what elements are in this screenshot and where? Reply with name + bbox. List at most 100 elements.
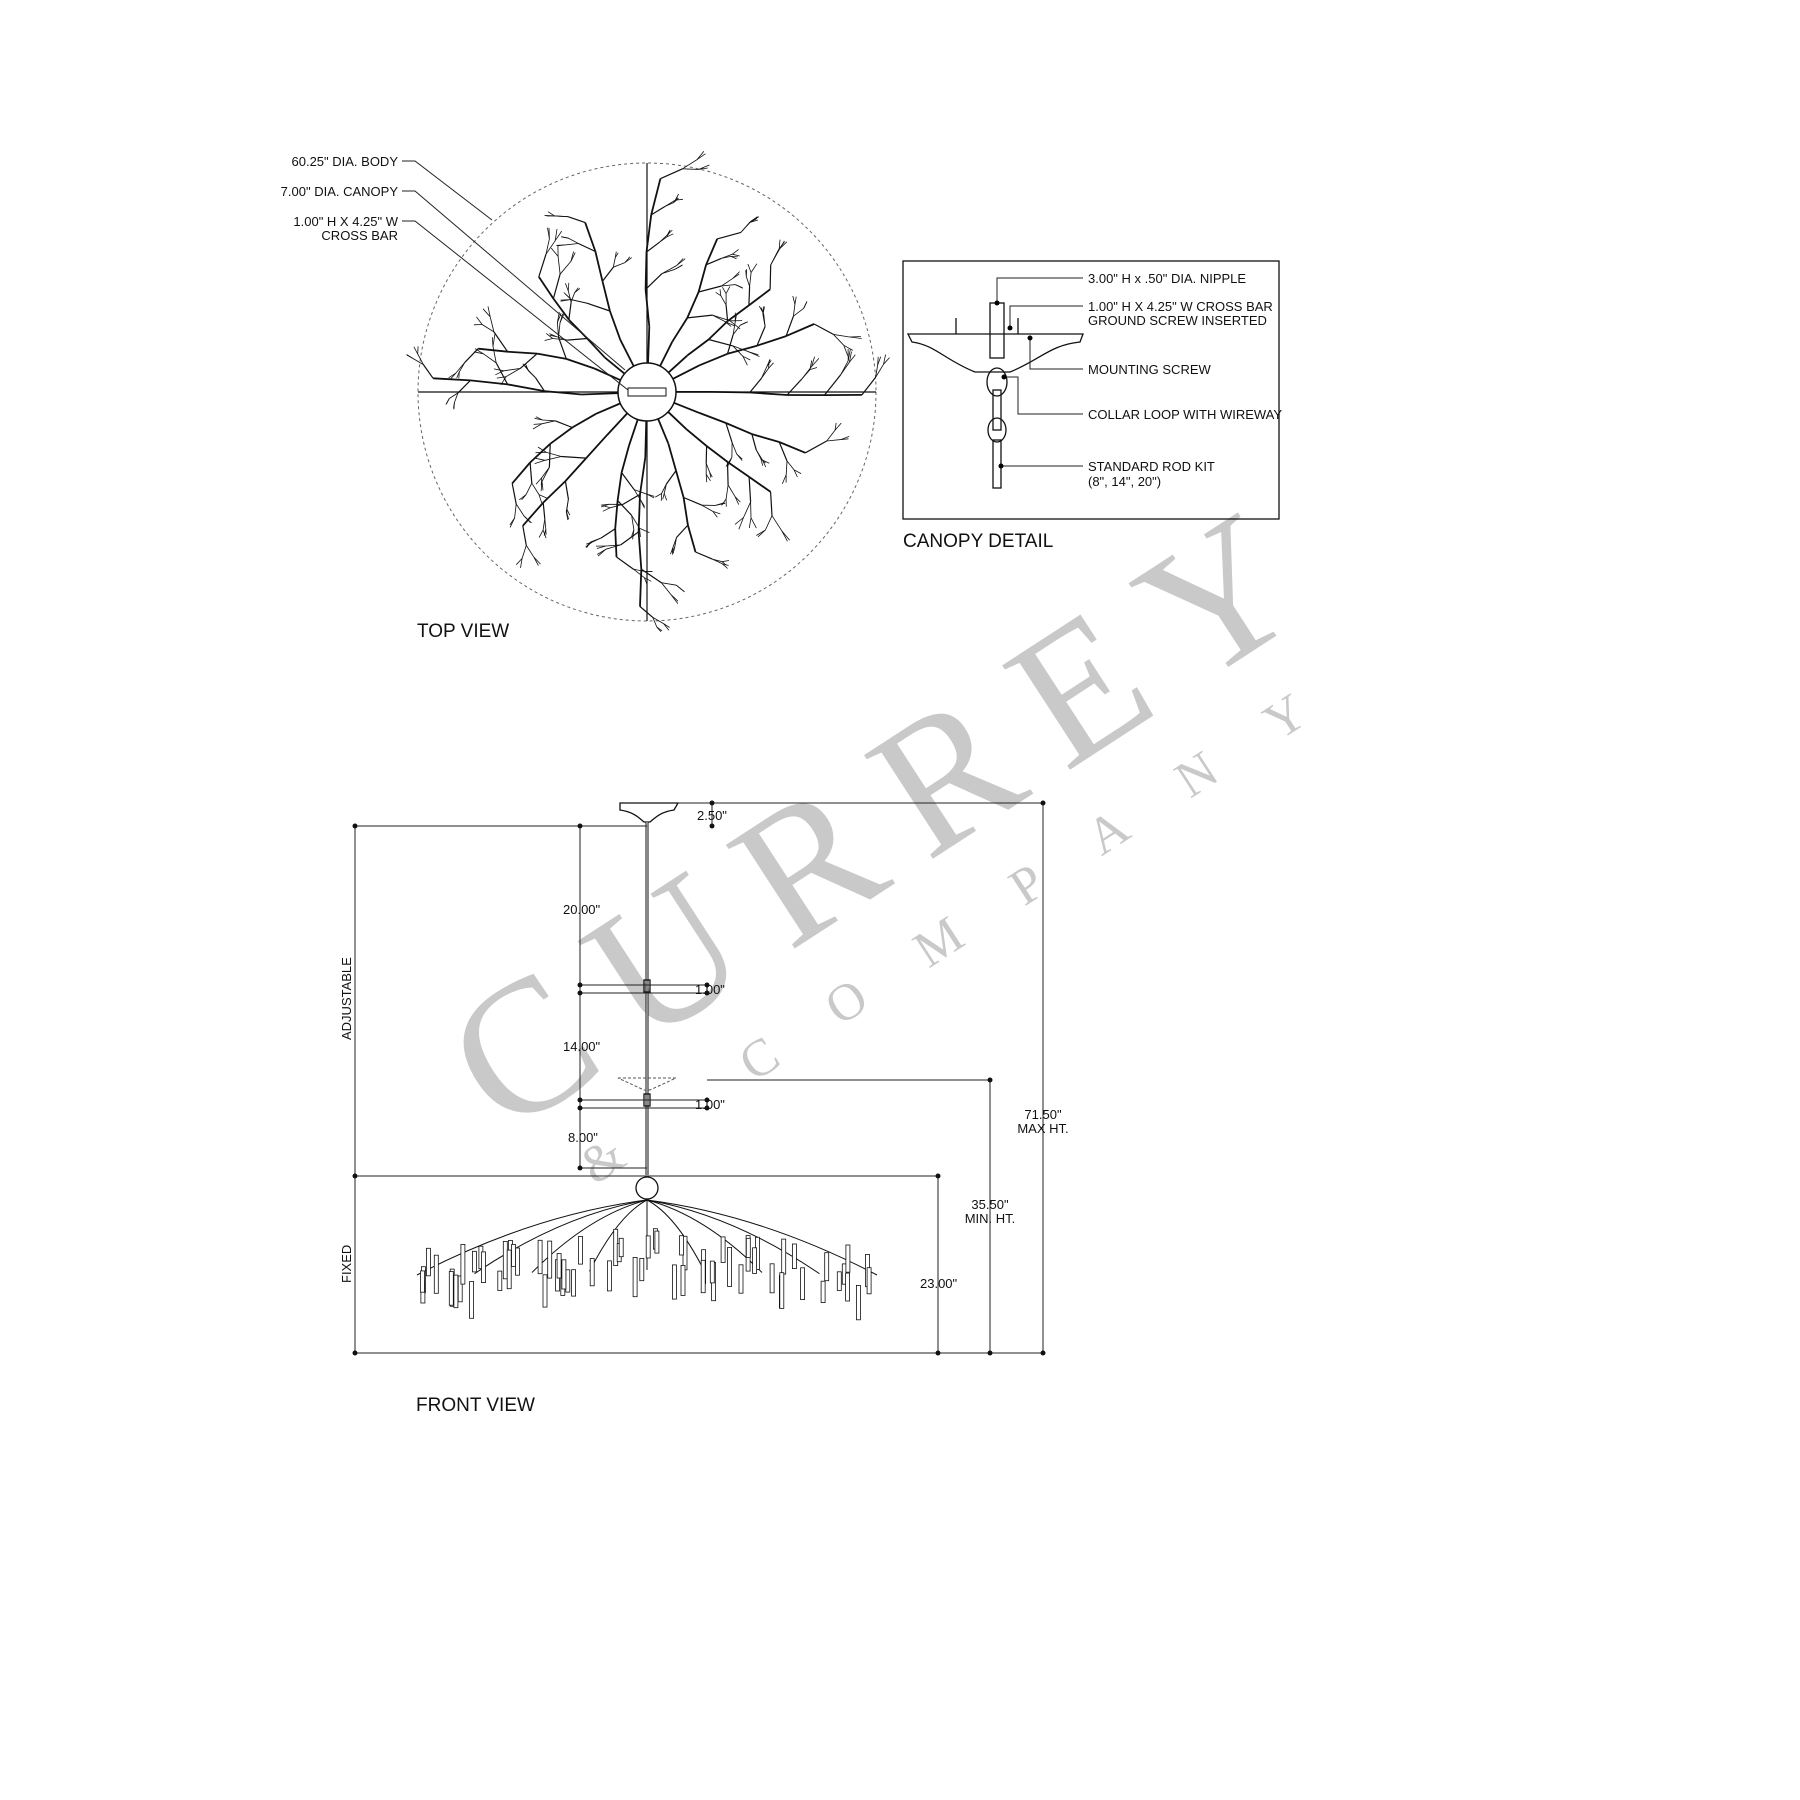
crystal-pendant bbox=[720, 1236, 726, 1263]
branch bbox=[760, 307, 765, 315]
branch bbox=[675, 470, 685, 498]
dim-link-1: 1.00" bbox=[695, 982, 725, 997]
branch bbox=[647, 326, 651, 365]
branch bbox=[571, 299, 588, 304]
branch bbox=[633, 568, 646, 573]
branch bbox=[522, 502, 544, 527]
branch bbox=[698, 167, 708, 170]
branch bbox=[617, 500, 633, 516]
branch bbox=[505, 368, 521, 377]
branch bbox=[533, 557, 539, 566]
branch bbox=[507, 383, 545, 392]
branch bbox=[433, 377, 471, 382]
branch bbox=[540, 481, 543, 492]
branch bbox=[834, 422, 837, 431]
svg-text:CURREY: CURREY bbox=[412, 452, 1364, 1172]
branch bbox=[511, 461, 531, 484]
branch bbox=[546, 451, 562, 457]
branch bbox=[550, 247, 559, 257]
front-view-title: FRONT VIEW bbox=[416, 1395, 535, 1416]
crystal-pendant bbox=[571, 1269, 576, 1297]
branch bbox=[612, 257, 616, 268]
branch bbox=[652, 617, 664, 625]
branch bbox=[552, 298, 570, 321]
branch bbox=[639, 527, 650, 533]
branch bbox=[847, 349, 851, 361]
branch bbox=[478, 347, 508, 353]
crystal-pendant bbox=[425, 1247, 431, 1277]
branch bbox=[538, 494, 548, 499]
dim-rod-8: 8.00" bbox=[568, 1130, 598, 1145]
branch bbox=[566, 499, 569, 510]
branch bbox=[537, 352, 567, 360]
branch bbox=[535, 416, 543, 421]
callout-crossbar-2: CROSS BAR bbox=[321, 228, 398, 243]
branch bbox=[540, 477, 543, 486]
dimension-tick bbox=[1040, 800, 1046, 806]
branch bbox=[696, 150, 705, 160]
branch bbox=[719, 289, 722, 296]
branch bbox=[849, 336, 861, 338]
branch bbox=[660, 168, 683, 180]
collar-loop bbox=[986, 367, 1008, 397]
branch bbox=[763, 313, 766, 327]
branch bbox=[552, 274, 561, 299]
dimension-tick bbox=[577, 982, 583, 988]
dimension-tick bbox=[577, 990, 583, 996]
branch bbox=[516, 558, 523, 565]
branch bbox=[559, 313, 565, 324]
branch bbox=[734, 314, 737, 322]
branch bbox=[720, 295, 727, 306]
branch bbox=[601, 281, 611, 312]
branch bbox=[667, 354, 689, 374]
branch bbox=[849, 351, 852, 363]
branch bbox=[738, 517, 744, 530]
branch bbox=[542, 529, 547, 539]
branch bbox=[658, 341, 674, 368]
branch bbox=[717, 231, 742, 240]
branch bbox=[519, 353, 538, 369]
branch bbox=[748, 288, 771, 307]
branch bbox=[766, 359, 771, 367]
branch bbox=[556, 336, 568, 341]
crystal-pendant bbox=[537, 1239, 543, 1275]
branch bbox=[735, 284, 743, 289]
branch bbox=[656, 417, 670, 445]
branch bbox=[726, 461, 729, 486]
branch bbox=[671, 364, 700, 381]
branch bbox=[570, 251, 574, 262]
crystal-pendant bbox=[556, 1253, 562, 1279]
branch bbox=[750, 517, 757, 529]
canopy-detail-title: CANOPY DETAIL bbox=[903, 531, 1053, 552]
branch bbox=[712, 314, 726, 322]
branch bbox=[557, 336, 567, 360]
branch bbox=[535, 377, 545, 392]
crystal-pendant bbox=[745, 1237, 751, 1259]
crystal-pendant bbox=[453, 1274, 459, 1309]
canopy-detail-frame bbox=[902, 260, 1280, 520]
branch bbox=[542, 502, 546, 519]
top-view-title: TOP VIEW bbox=[417, 621, 509, 642]
branch bbox=[751, 433, 757, 450]
branch bbox=[705, 474, 711, 482]
branch bbox=[697, 264, 707, 293]
branch bbox=[537, 446, 547, 453]
branch bbox=[722, 286, 727, 294]
branch bbox=[875, 364, 884, 378]
canopy-circle bbox=[617, 362, 677, 422]
dim-rod-14: 14.00" bbox=[563, 1039, 601, 1054]
branch bbox=[706, 445, 729, 463]
branch bbox=[567, 216, 586, 224]
branch bbox=[781, 474, 787, 485]
branch bbox=[549, 333, 557, 337]
branch bbox=[672, 401, 700, 414]
branch bbox=[529, 462, 533, 484]
crystal-pendant bbox=[792, 1243, 797, 1270]
branch bbox=[682, 159, 698, 170]
branch bbox=[771, 515, 783, 531]
branch bbox=[682, 497, 689, 526]
branch bbox=[619, 339, 636, 368]
branch bbox=[483, 353, 497, 364]
callout-body: 60.25" DIA. BODY bbox=[292, 154, 399, 169]
branch bbox=[557, 256, 561, 275]
